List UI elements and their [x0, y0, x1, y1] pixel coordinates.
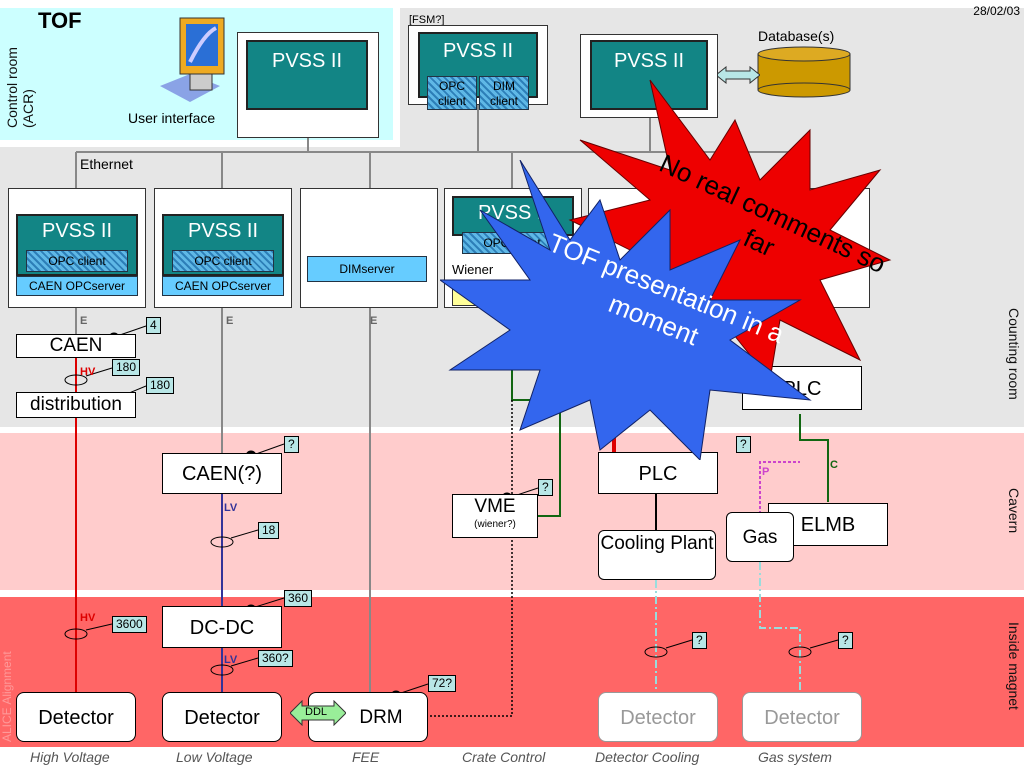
tag-360q: 360? — [258, 650, 293, 667]
opc-client-top: OPC client — [427, 76, 477, 110]
cavern-label: Cavern — [1006, 488, 1022, 534]
computer-icon — [160, 17, 225, 102]
ethernet-e-label-1: E — [80, 315, 88, 327]
tag-caen-q: ? — [284, 436, 299, 453]
opc-client-lv: OPC client — [172, 250, 274, 272]
ethernet-label: Ethernet — [80, 156, 133, 172]
gas-box[interactable]: Gas — [726, 512, 794, 562]
tag-cooling-q: ? — [692, 632, 707, 649]
tag-4: 4 — [146, 317, 161, 334]
tag-180a: 180 — [112, 359, 141, 376]
lv-label-1: LV — [224, 502, 238, 514]
tag-18: 18 — [258, 522, 280, 539]
pvss-ui[interactable]: PVSS II — [246, 40, 368, 110]
ethernet-e-label-2: E — [226, 315, 234, 327]
fsm-label: [FSM?] — [409, 14, 445, 26]
tag-360: 360 — [284, 590, 313, 607]
opc-client-hv: OPC client — [26, 250, 128, 272]
pvss-db[interactable]: PVSS II — [590, 40, 708, 110]
column-gas-system: Gas system — [758, 749, 832, 765]
inside-magnet-label: Inside magnet — [1006, 622, 1022, 710]
tag-vme-q: ? — [538, 479, 553, 496]
detector-hv-box[interactable]: Detector — [16, 692, 136, 742]
date-label: 28/02/03 — [973, 4, 1020, 18]
pvss-fsm-label: PVSS II — [442, 40, 514, 62]
column-high-voltage: High Voltage — [30, 749, 110, 765]
dimserver-box: DIMserver — [307, 256, 427, 282]
page-title: TOF — [38, 8, 82, 33]
plc-cavern-box[interactable]: PLC — [598, 452, 718, 494]
vme-sublabel: (wiener?) — [474, 519, 516, 530]
fee-station-frame — [300, 188, 438, 308]
c-label: C — [830, 459, 838, 471]
tag-gas-q: ? — [838, 632, 853, 649]
counting-room-label: Counting room — [1006, 308, 1022, 400]
database-icon — [757, 46, 851, 98]
ethernet-e-label-3: E — [370, 315, 378, 327]
dim-client-top: DIM client — [479, 76, 529, 110]
watermark: ALICE Alignment — [0, 651, 14, 742]
detector-gas-box[interactable]: Detector — [742, 692, 862, 742]
vme-label: VME — [474, 496, 516, 517]
distribution-box[interactable]: distribution — [16, 392, 136, 418]
caen-lv-box[interactable]: CAEN(?) — [162, 453, 282, 494]
database-label: Database(s) — [758, 28, 835, 44]
hv-label-2: HV — [80, 612, 96, 624]
p-label: P — [762, 466, 770, 478]
database-link-arrow-icon — [716, 66, 760, 84]
vme-box[interactable]: VME (wiener?) — [452, 494, 538, 538]
detector-lv-box[interactable]: Detector — [162, 692, 282, 742]
wiener-label: Wiener — [452, 262, 494, 277]
tag-plc-q: ? — [736, 436, 751, 453]
dcdc-box[interactable]: DC-DC — [162, 606, 282, 648]
tag-72q: 72? — [428, 675, 457, 692]
blue-starburst — [440, 160, 812, 460]
column-fee: FEE — [352, 749, 380, 765]
detector-cooling-box[interactable]: Detector — [598, 692, 718, 742]
hv-label-1: HV — [80, 366, 96, 378]
cooling-plant-box[interactable]: Cooling Plant — [598, 530, 716, 580]
lv-label-2: LV — [224, 654, 238, 666]
caen-opcserver-hv: CAEN OPCserver — [16, 276, 138, 296]
caen-hv-box[interactable]: CAEN — [16, 334, 136, 358]
user-interface-label: User interface — [128, 110, 216, 126]
column-low-voltage: Low Voltage — [176, 749, 253, 765]
ddl-arrow-icon — [290, 700, 346, 726]
tag-3600: 3600 — [112, 616, 147, 633]
column-crate-control: Crate Control — [462, 749, 546, 765]
caen-opcserver-lv: CAEN OPCserver — [162, 276, 284, 296]
tag-180b: 180 — [146, 377, 175, 394]
ddl-label: DDL — [305, 706, 328, 718]
drm-box[interactable]: DRM — [308, 692, 428, 742]
column-detector-cooling: Detector Cooling — [595, 749, 700, 765]
